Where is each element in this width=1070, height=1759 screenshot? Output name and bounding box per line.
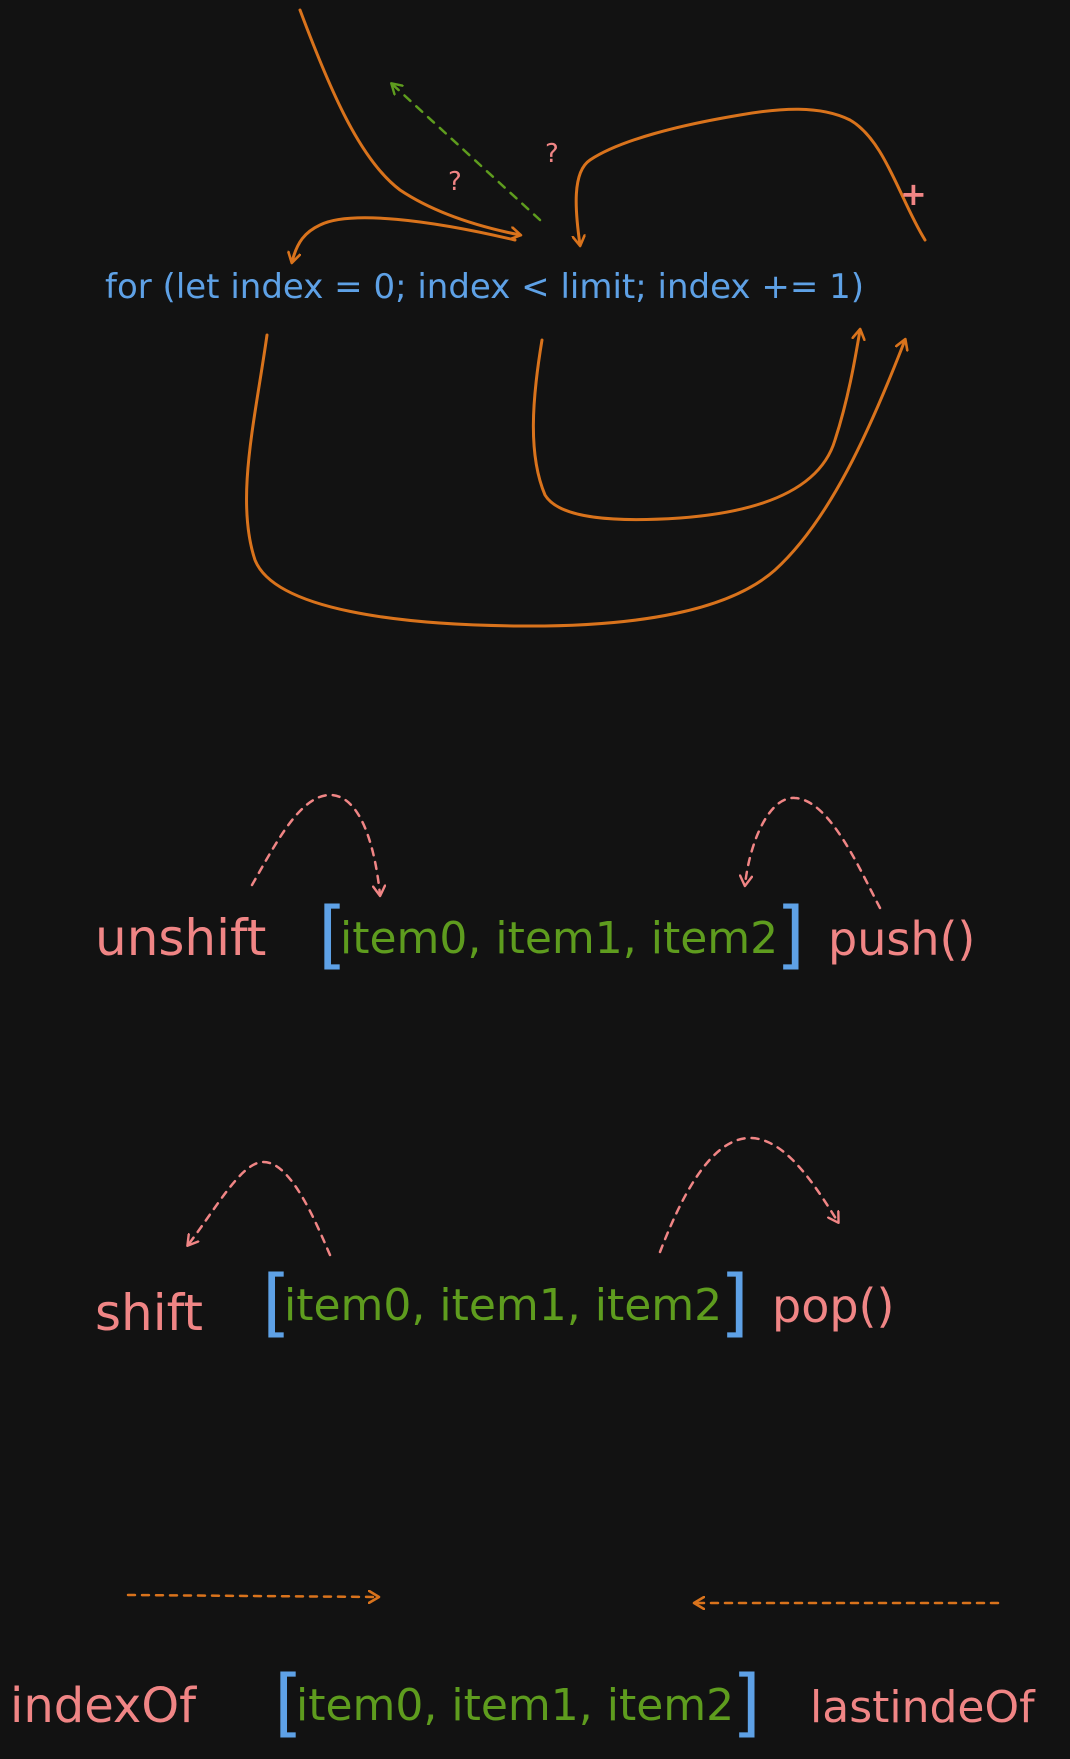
- exit-question-arrow: [392, 84, 542, 222]
- open-bracket: [: [274, 1660, 303, 1746]
- pop-arrow: [658, 1136, 838, 1254]
- items-array: item0, item1, item2: [340, 913, 778, 964]
- close-bracket: ]: [732, 1660, 761, 1746]
- shift-arrow: [188, 1160, 332, 1257]
- lastindexof-label: lastindeOf: [810, 1682, 1036, 1733]
- condition-to-increment-arrow: [531, 330, 860, 522]
- indexof-direction-arrow: [126, 1595, 378, 1597]
- assign-to-index-arrow: [292, 216, 517, 262]
- body-to-increment-arrow: [245, 333, 905, 628]
- indexof-label: indexOf: [10, 1678, 197, 1734]
- question-mark-1: ?: [448, 167, 462, 197]
- row-shift-pop: shift [ item0, item1, item2 ] pop(): [95, 1136, 894, 1346]
- loop-arrows: [245, 8, 927, 628]
- row-unshift-push: unshift [ item0, item1, item2 ] push(): [95, 793, 975, 978]
- plus-sign: +: [900, 175, 927, 213]
- unshift-arrow: [250, 793, 380, 895]
- close-bracket: ]: [776, 892, 805, 978]
- items-array: item0, item1, item2: [296, 1680, 734, 1731]
- shift-label: shift: [95, 1284, 203, 1342]
- pop-label: pop(): [772, 1279, 894, 1333]
- init-arrow: [298, 8, 520, 235]
- increment-to-condition-arrow: [576, 107, 927, 245]
- row-indexof-lastindexof: indexOf [ item0, item1, item2 ] lastinde…: [10, 1595, 1036, 1746]
- items-array: item0, item1, item2: [284, 1280, 722, 1331]
- unshift-label: unshift: [95, 909, 266, 967]
- open-bracket: [: [318, 892, 347, 978]
- push-label: push(): [828, 912, 975, 966]
- close-bracket: ]: [720, 1260, 749, 1346]
- question-mark-2: ?: [545, 139, 559, 169]
- open-bracket: [: [262, 1260, 291, 1346]
- push-arrow: [745, 796, 882, 910]
- loop-code: for (let index = 0; index < limit; index…: [105, 267, 864, 307]
